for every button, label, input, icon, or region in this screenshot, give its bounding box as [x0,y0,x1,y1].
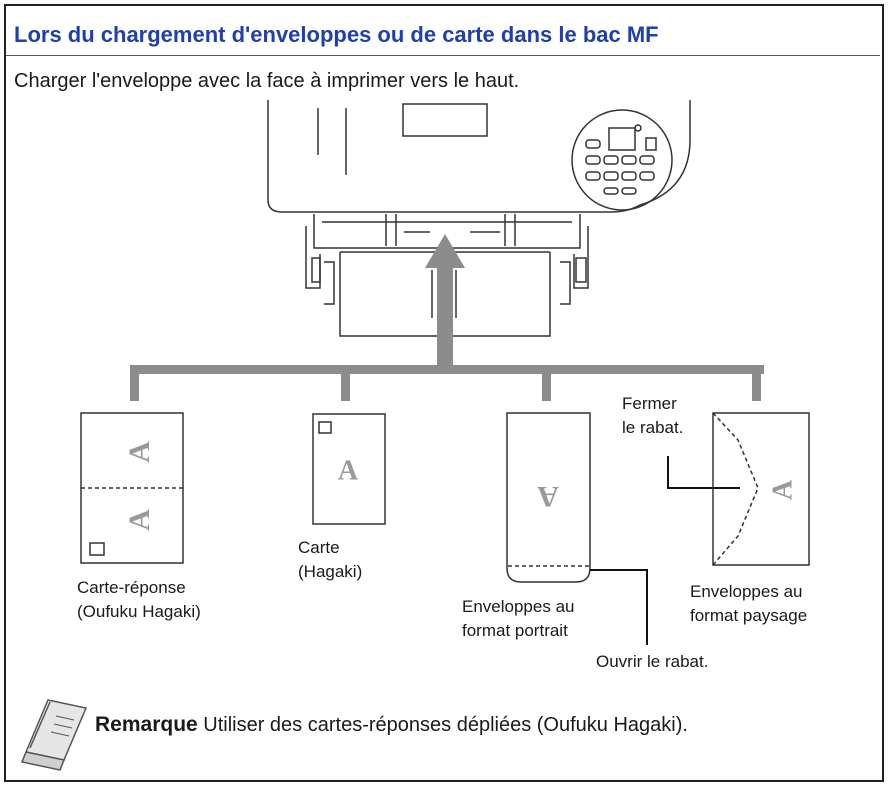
item-label-portrait-envelope: Enveloppes au format portrait [462,597,575,640]
page-frame [4,4,884,782]
landscape-envelope-illustration [667,412,810,566]
callout-close-flap: Fermer le rabat. [622,394,684,437]
page-title: Lors du chargement d'enveloppes ou de ca… [14,22,659,47]
item-label-postcard: Carte (Hagaki) [298,538,363,581]
callout-open-flap: Ouvrir le rabat. [596,652,709,671]
item-label-return-postcard: Carte-réponse (Oufuku Hagaki) [77,578,201,621]
note-icon [20,699,88,771]
item-label-landscape-envelope: Enveloppes au format paysage [690,582,808,625]
note-label: Remarque [95,713,198,736]
note-text: Utiliser des cartes-réponses dépliées (O… [203,714,688,736]
card-letter: A [123,509,156,531]
card-letter: A [123,441,156,463]
card-letter: A [767,479,798,500]
return-postcard-illustration [80,412,184,564]
direction-arrow [130,234,764,401]
intro-text: Charger l'enveloppe avec la face à impri… [14,70,520,92]
title-divider [6,55,880,56]
note: Remarque Utiliser des cartes-réponses dé… [95,713,688,737]
card-letter: A [338,455,359,486]
portrait-envelope-illustration [506,412,648,645]
printer-illustration [267,100,691,337]
postcard-illustration [312,413,386,525]
card-letter: A [537,480,559,513]
